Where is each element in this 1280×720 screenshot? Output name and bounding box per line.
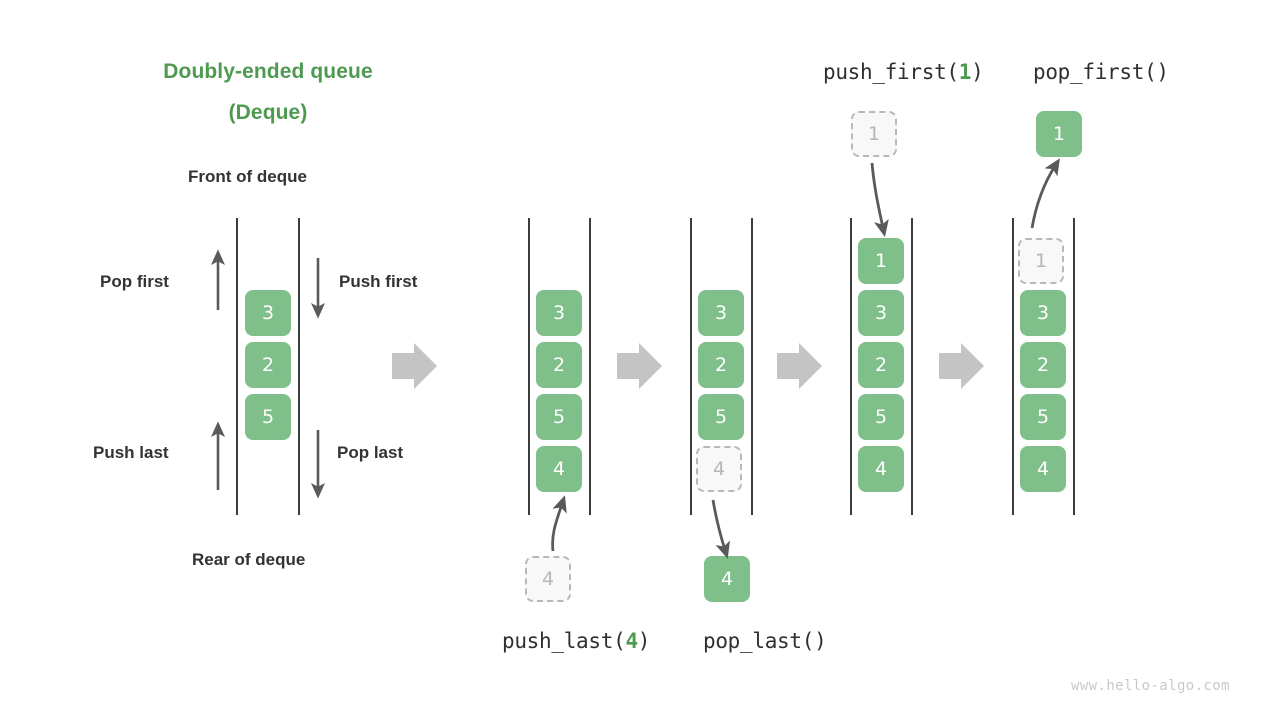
pop-last-operation-label: pop_last() <box>703 629 827 653</box>
deque-cell: 2 <box>698 342 744 388</box>
pop-first-operation-label: pop_first() <box>1033 60 1169 84</box>
push-last-operation-name: push_last( <box>502 629 626 653</box>
deque-external-cell: 1 <box>851 111 897 157</box>
deque-rail-right <box>751 218 753 515</box>
push-first-flow-arrow-icon <box>870 162 889 238</box>
deque-cell: 4 <box>536 446 582 492</box>
deque-cell: 5 <box>1020 394 1066 440</box>
deque-cell: 4 <box>858 446 904 492</box>
push-last-flow-arrow-icon <box>551 495 567 552</box>
deque-external-cell: 4 <box>704 556 750 602</box>
deque-external-cell: 4 <box>525 556 571 602</box>
push-first-operation-name: push_first( <box>823 60 959 84</box>
deque-rail-left <box>236 218 238 515</box>
push-first-operation-close: ) <box>971 60 984 84</box>
deque-cell: 5 <box>536 394 582 440</box>
deque-cell: 5 <box>698 394 744 440</box>
push-first-label: Push first <box>339 272 418 291</box>
deque-cell: 2 <box>536 342 582 388</box>
deque-cell: 5 <box>858 394 904 440</box>
deque-cell: 3 <box>536 290 582 336</box>
transition-arrow-icon <box>617 343 662 389</box>
diagram-title-line1: Doubly-ended queue <box>163 60 373 83</box>
diagram-title-line2: (Deque) <box>228 101 308 124</box>
deque-cell: 2 <box>245 342 291 388</box>
front-of-deque-label: Front of deque <box>188 167 307 186</box>
deque-rail-right <box>1073 218 1075 515</box>
deque-cell: 2 <box>858 342 904 388</box>
push-first-operation-arg: 1 <box>958 60 972 84</box>
deque-external-cell: 1 <box>1036 111 1082 157</box>
transition-arrow-icon <box>777 343 822 389</box>
transition-arrow-icon <box>939 343 984 389</box>
rear-of-deque-label: Rear of deque <box>192 550 306 569</box>
deque-cell: 4 <box>696 446 742 492</box>
deque-cell: 1 <box>858 238 904 284</box>
deque-cell: 1 <box>1018 238 1064 284</box>
deque-rail-left <box>1012 218 1014 515</box>
watermark: www.hello-algo.com <box>1071 678 1230 694</box>
pop-last-label: Pop last <box>337 443 404 462</box>
pop-first-flow-arrow-icon <box>1030 158 1060 229</box>
deque-rail-right <box>911 218 913 515</box>
deque-rail-right <box>298 218 300 515</box>
deque-cell: 4 <box>1020 446 1066 492</box>
deque-cell: 5 <box>245 394 291 440</box>
pop-last-flow-arrow-icon <box>711 499 730 559</box>
deque-rail-left <box>850 218 852 515</box>
push-last-operation-label: push_last(4) <box>502 629 650 653</box>
deque-cell: 3 <box>1020 290 1066 336</box>
push-last-operation-close: ) <box>637 629 651 653</box>
deque-rail-right <box>589 218 591 515</box>
deque-cell: 2 <box>1020 342 1066 388</box>
deque-rail-left <box>690 218 692 515</box>
deque-cell: 3 <box>698 290 744 336</box>
push-first-operation-label: push_first(1) <box>823 60 984 84</box>
deque-cell: 3 <box>245 290 291 336</box>
transition-arrow-icon <box>392 343 437 389</box>
push-last-operation-arg: 4 <box>625 629 638 653</box>
push-last-label: Push last <box>93 443 169 462</box>
deque-rail-left <box>528 218 530 515</box>
pop-first-label: Pop first <box>100 272 169 291</box>
deque-cell: 3 <box>858 290 904 336</box>
